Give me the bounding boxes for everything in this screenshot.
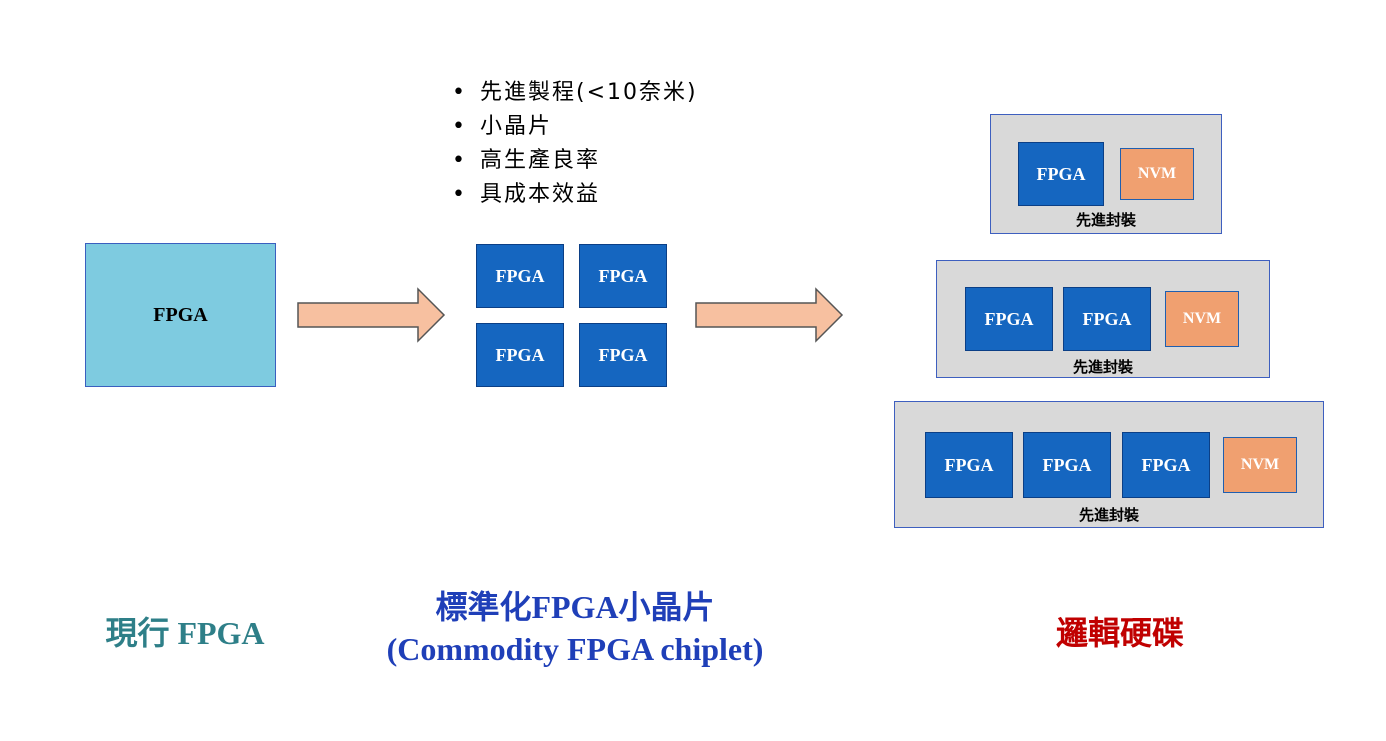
fpga-chiplet: FPGA [1122,432,1210,498]
fpga-chiplet: FPGA [1063,287,1151,351]
bullet-item: •具成本效益 [452,182,601,207]
nvm-chip: NVM [1223,437,1297,493]
arrow-right-icon [297,287,446,343]
chiplet-feature-list: •先進製程(<10奈米) •小晶片 •高生產良率 •具成本效益 [452,76,698,212]
current-fpga-block: FPGA [85,243,276,387]
package-label: 先進封裝 [1075,211,1136,229]
caption-current-fpga: 現行 FPGA [105,615,265,651]
bullet-item: •小晶片 [452,114,553,139]
advanced-package: FPGA FPGA FPGA NVM 先進封裝 [894,401,1324,528]
advanced-package: FPGA FPGA NVM 先進封裝 [936,260,1270,378]
fpga-chiplet: FPGA [925,432,1013,498]
fpga-chiplet: FPGA [476,244,564,308]
package-label: 先進封裝 [1078,506,1139,524]
bullet-item: •高生產良率 [452,148,601,173]
caption-logic-drive: 邏輯硬碟 [1055,615,1184,651]
caption-chiplet: 標準化FPGA小晶片 (Commodity FPGA chiplet) [340,586,810,670]
fpga-chiplet: FPGA [1018,142,1104,206]
fpga-chiplet: FPGA [476,323,564,387]
fpga-chiplet: FPGA [579,323,667,387]
package-label: 先進封裝 [1072,358,1133,376]
advanced-package: FPGA NVM 先進封裝 [990,114,1222,234]
nvm-chip: NVM [1120,148,1194,200]
caption-chiplet-line2: (Commodity FPGA chiplet) [386,631,764,667]
fpga-chiplet: FPGA [965,287,1053,351]
fpga-chiplet: FPGA [579,244,667,308]
current-fpga-label: FPGA [153,303,208,326]
caption-chiplet-line1: 標準化FPGA小晶片 [435,589,715,625]
bullet-item: •先進製程(<10奈米) [452,80,698,105]
fpga-chiplet: FPGA [1023,432,1111,498]
nvm-chip: NVM [1165,291,1239,347]
arrow-right-icon [695,287,844,343]
